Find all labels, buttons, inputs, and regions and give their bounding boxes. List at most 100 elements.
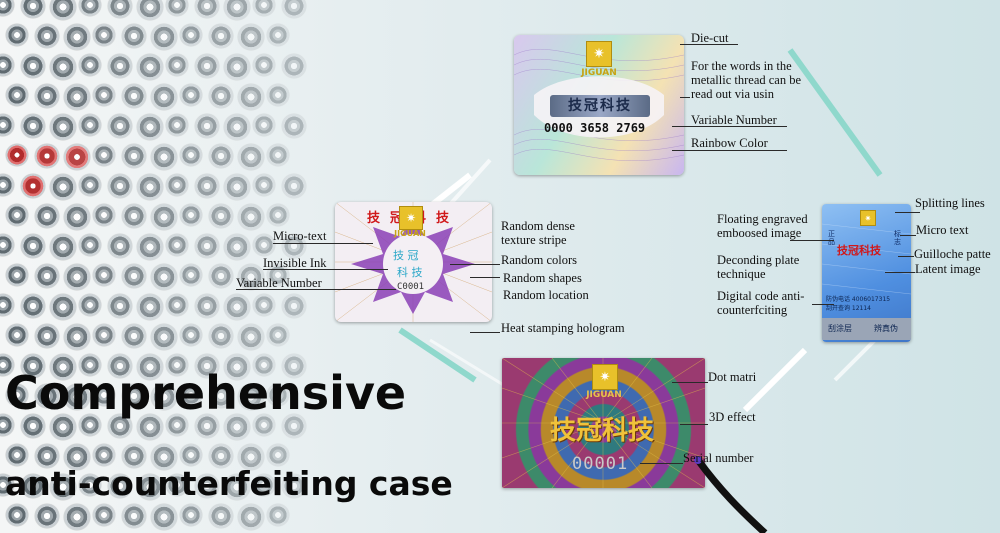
hologram-dot <box>64 324 90 350</box>
hologram-dot <box>151 324 177 350</box>
3d-brand-text: 技冠科技 <box>549 416 654 446</box>
hologram-dot <box>224 174 250 200</box>
hologram-dot <box>137 294 163 320</box>
brand-logo-icon: ✷ <box>592 364 618 390</box>
hologram-dot <box>6 84 28 106</box>
hologram-dot <box>93 84 115 106</box>
hologram-dot <box>21 414 45 438</box>
hologram-dot <box>108 54 132 78</box>
hologram-dot <box>0 474 14 496</box>
hologram-dot <box>21 114 45 138</box>
blue-security-label-card: ✷ 正品 标志 技冠科技 防伪电话 4006017315 刮开查询 12114 … <box>822 204 911 342</box>
hologram-dot <box>166 174 188 196</box>
label-3d-effect: 3D effect <box>709 410 756 424</box>
pointer-line <box>885 272 915 273</box>
hologram-dot <box>195 54 219 78</box>
label-floating-engraved: Floating engraved emboosed image <box>717 212 808 240</box>
hologram-dot <box>166 354 188 376</box>
hologram-dot <box>0 414 14 436</box>
pointer-line <box>680 97 690 98</box>
brand-name: JIGUAN <box>581 68 617 78</box>
hologram-dot <box>282 0 306 18</box>
pointer-line <box>680 44 738 45</box>
hologram-dot <box>21 0 45 18</box>
hologram-dot <box>93 324 115 346</box>
hologram-dot <box>0 114 14 136</box>
hologram-dot <box>93 264 115 286</box>
hologram-dot <box>21 174 45 198</box>
hologram-dot <box>6 504 28 526</box>
hologram-dot <box>122 84 146 108</box>
hologram-dot <box>0 54 14 76</box>
hologram-dot <box>180 264 202 286</box>
dot-matrix-hologram-card: ✷ JIGUAN 技冠科技 00001 <box>502 358 705 488</box>
hologram-dot <box>64 444 90 470</box>
variable-number: 0000 3658 2769 <box>544 121 646 135</box>
hologram-dot <box>209 444 233 468</box>
hologram-dot <box>282 414 306 438</box>
hologram-dot <box>238 384 264 410</box>
variable-number: C0001 <box>397 282 425 292</box>
hologram-dot <box>35 144 59 168</box>
hologram-dot <box>180 504 202 526</box>
pointer-line <box>672 382 708 383</box>
label-metallic-thread: For the words in the metallic thread can… <box>691 59 802 101</box>
hologram-dot <box>79 294 101 316</box>
hologram-dot <box>166 0 188 16</box>
label-die-cut: Die-cut <box>691 31 729 45</box>
hologram-dot <box>108 0 132 18</box>
hologram-dot <box>64 84 90 110</box>
hologram-dot <box>0 174 14 196</box>
hologram-dot <box>267 204 289 226</box>
card-brand-name: 技冠科技 <box>837 244 881 257</box>
hologram-dot <box>180 444 202 466</box>
hologram-dot <box>209 144 233 168</box>
hologram-dot <box>195 234 219 258</box>
hologram-dot <box>50 0 76 20</box>
hologram-dot <box>79 174 101 196</box>
hologram-dot <box>79 354 101 376</box>
pointer-line <box>680 424 708 425</box>
hologram-dot <box>50 174 76 200</box>
hologram-dot <box>195 474 219 498</box>
hologram-dot <box>50 294 76 320</box>
hologram-dot <box>195 0 219 18</box>
label-rainbow-color: Rainbow Color <box>691 136 768 150</box>
hologram-dot <box>195 114 219 138</box>
brand-logo-icon: ✷ <box>586 41 612 67</box>
hologram-dot <box>180 24 202 46</box>
hologram-dot <box>224 294 250 320</box>
hologram-dot <box>93 204 115 226</box>
hologram-dot <box>122 384 146 408</box>
hologram-dot <box>166 414 188 436</box>
hologram-dot <box>35 204 59 228</box>
hologram-dot <box>64 204 90 230</box>
hologram-dot <box>137 414 163 440</box>
brand-logo-icon: ✷ <box>399 206 423 230</box>
label-decoding-plate: Deconding plate technique <box>717 253 800 281</box>
hologram-dot <box>151 144 177 170</box>
metallic-thread: 技冠科技 <box>550 95 650 117</box>
hologram-dot <box>282 54 306 78</box>
hologram-dot <box>195 414 219 438</box>
label-random-dense-texture: Random dense texture stripe <box>501 219 575 247</box>
hologram-dot <box>21 354 45 378</box>
hologram-dot <box>79 0 101 16</box>
pointer-line <box>900 235 916 236</box>
scratch-label-left: 刮涂层 <box>828 324 852 333</box>
hologram-dot <box>64 24 90 50</box>
hologram-dot <box>108 414 132 438</box>
hologram-dot <box>0 234 14 256</box>
hologram-dot <box>224 414 250 440</box>
hologram-dot <box>108 114 132 138</box>
hologram-dot <box>282 474 306 498</box>
pointer-line <box>470 277 500 278</box>
hologram-dot <box>122 24 146 48</box>
pointer-line <box>236 289 396 290</box>
hologram-dot <box>64 504 90 530</box>
hologram-dot <box>166 54 188 76</box>
hologram-dot <box>224 474 250 500</box>
hologram-dot <box>282 294 306 318</box>
label-digital-code: Digital code anti-counterfciting <box>717 289 805 317</box>
hologram-dot <box>64 264 90 290</box>
